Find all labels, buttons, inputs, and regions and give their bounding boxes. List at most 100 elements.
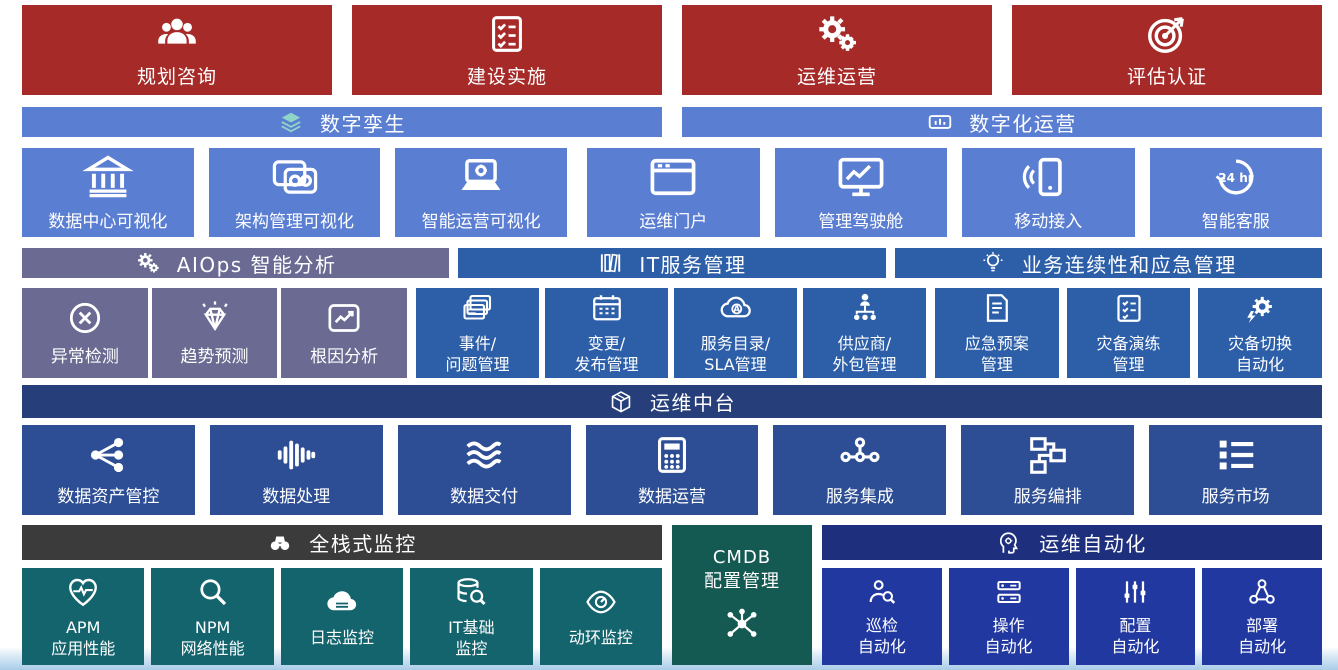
block-label: 管理驾驶舱 — [818, 212, 904, 233]
calculator-icon — [649, 432, 695, 478]
phase-block-planning: 规划咨询 — [22, 5, 332, 95]
block-label: 灾备切换 自动化 — [1228, 334, 1293, 374]
calendar-icon — [589, 290, 625, 326]
cloud-a-icon: A — [718, 290, 754, 326]
header-label: 全栈式监控 — [309, 532, 417, 556]
block-label: 架构管理可视化 — [235, 212, 354, 233]
phase-label: 规划咨询 — [136, 65, 217, 88]
block-it-infra-monitoring: IT基础 监控 — [410, 568, 533, 665]
block-datacenter-visualization: 数据中心可视化 — [22, 148, 194, 237]
middle-platform-header-row: 运维中台 — [22, 385, 1322, 418]
list-items-icon — [1213, 432, 1259, 478]
block-smart-customer-service: 24 hr 智能客服 — [1149, 148, 1322, 237]
server-stack-icon — [993, 576, 1025, 608]
sliders-icon — [1119, 576, 1151, 608]
block-label: 智能客服 — [1201, 212, 1270, 233]
bank-icon — [82, 151, 134, 203]
block-service-integration: 服务集成 — [773, 425, 947, 515]
block-label: 数据交付 — [450, 486, 519, 507]
books-icon — [597, 250, 623, 276]
chart-line-icon — [324, 298, 364, 338]
header-digital-operations: 数字化运营 — [682, 107, 1322, 137]
block-dr-drill: 灾备演练 管理 — [1066, 288, 1191, 378]
block-cmdb: CMDB 配置管理 — [672, 525, 812, 665]
block-label: 事件/ 问题管理 — [445, 334, 510, 374]
phase-label: 评估认证 — [1126, 65, 1207, 88]
phase-block-operations: 运维运营 — [682, 5, 992, 95]
deploy-nodes-icon — [1246, 576, 1278, 608]
gears-icon — [814, 11, 860, 57]
phase-block-certification: 评估认证 — [1012, 5, 1322, 95]
management-block-row: 异常检测 趋势预测 根因分析 事件/ 问题管理 变更/ 发布管理 A 服务目录/… — [22, 288, 1323, 378]
block-label: 巡检 自动化 — [857, 615, 906, 656]
team-icon — [154, 11, 200, 57]
header-ops-automation: 运维自动化 — [822, 525, 1322, 560]
block-change-release: 变更/ 发布管理 — [545, 288, 668, 378]
visualization-header-row: 数字孪生 数字化运营 — [22, 107, 1322, 137]
block-label: 操作 自动化 — [984, 615, 1033, 656]
block-label: 根因分析 — [310, 346, 379, 367]
person-magnifier-icon — [866, 576, 898, 608]
org-tree-icon — [847, 290, 883, 326]
service-24h-icon: 24 hr — [1210, 151, 1262, 203]
magnifier-icon — [195, 574, 231, 610]
gauge-icon — [583, 584, 619, 620]
header-business-continuity: 业务连续性和应急管理 — [894, 248, 1322, 278]
block-operation-automation: 操作 自动化 — [948, 568, 1069, 665]
binoculars-icon — [267, 530, 293, 556]
block-deploy-automation: 部署 自动化 — [1202, 568, 1322, 665]
flow-boxes-icon — [1025, 432, 1071, 478]
block-service-catalog-sla: A 服务目录/ SLA管理 — [674, 288, 797, 378]
bottom-row: 全栈式监控 APM 应用性能 NPM 网络性能 日志监控 IT基础 监控 动环监… — [22, 525, 1322, 665]
header-digital-twin: 数字孪生 — [22, 107, 662, 137]
block-ops-portal: 运维门户 — [587, 148, 760, 237]
block-data-delivery: 数据交付 — [397, 425, 571, 515]
checklist-icon — [484, 11, 530, 57]
block-label: NPM 网络性能 — [180, 617, 245, 658]
header-label: 运维中台 — [650, 391, 736, 415]
db-magnifier-icon — [453, 574, 489, 610]
block-data-processing: 数据处理 — [209, 425, 383, 515]
browser-icon — [647, 151, 699, 203]
gears-icon — [135, 250, 161, 276]
nodes-link-icon — [837, 432, 883, 478]
waves-icon — [461, 432, 507, 478]
cards-stack-icon — [460, 290, 496, 326]
block-management-cockpit: 管理驾驶舱 — [774, 148, 947, 237]
block-label: 服务市场 — [1201, 486, 1270, 507]
block-service-market: 服务市场 — [1149, 425, 1323, 515]
block-label: 移动接入 — [1014, 212, 1083, 233]
block-label: 服务目录/ SLA管理 — [700, 334, 771, 374]
block-label: 趋势预测 — [180, 346, 249, 367]
monitoring-section: 全栈式监控 APM 应用性能 NPM 网络性能 日志监控 IT基础 监控 动环监… — [22, 525, 663, 665]
block-mobile-access: 移动接入 — [962, 148, 1135, 237]
gear-bolt-icon — [1242, 290, 1278, 326]
block-data-asset-governance: 数据资产管控 — [22, 425, 195, 515]
block-npm: NPM 网络性能 — [151, 568, 274, 665]
block-intelligent-ops-visualization: 智能运营可视化 — [395, 148, 568, 237]
phone-signal-icon — [1022, 151, 1074, 203]
monitoring-block-row: APM 应用性能 NPM 网络性能 日志监控 IT基础 监控 动环监控 — [22, 568, 663, 665]
block-label: 异常检测 — [50, 346, 119, 367]
svg-text:24 hr: 24 hr — [1218, 172, 1254, 186]
block-anomaly-detection: 异常检测 — [22, 288, 148, 378]
waveform-icon — [273, 432, 319, 478]
laptop-gear-icon — [455, 151, 507, 203]
header-label: IT服务管理 — [639, 252, 747, 277]
middle-platform-block-row: 数据资产管控 数据处理 数据交付 数据运营 服务集成 服务编排 服务市场 — [22, 425, 1323, 515]
block-label: CMDB 配置管理 — [704, 546, 780, 592]
block-label: 应急预案 管理 — [964, 334, 1029, 374]
automation-block-row: 巡检 自动化 操作 自动化 配置 自动化 部署 自动化 — [822, 568, 1322, 665]
block-incident-problem: 事件/ 问题管理 — [416, 288, 539, 378]
header-label: 业务连续性和应急管理 — [1021, 252, 1237, 277]
svg-text:A: A — [733, 305, 740, 315]
header-label: 数字孪生 — [320, 111, 406, 136]
block-label: 服务集成 — [825, 486, 894, 507]
block-log-monitoring: 日志监控 — [280, 568, 404, 665]
diamond-spark-icon — [195, 298, 235, 338]
block-dr-switch-automation: 灾备切换 自动化 — [1198, 288, 1323, 378]
target-icon — [1144, 11, 1190, 57]
monitor-chart-icon — [835, 151, 887, 203]
block-label: 部署 自动化 — [1238, 615, 1287, 656]
